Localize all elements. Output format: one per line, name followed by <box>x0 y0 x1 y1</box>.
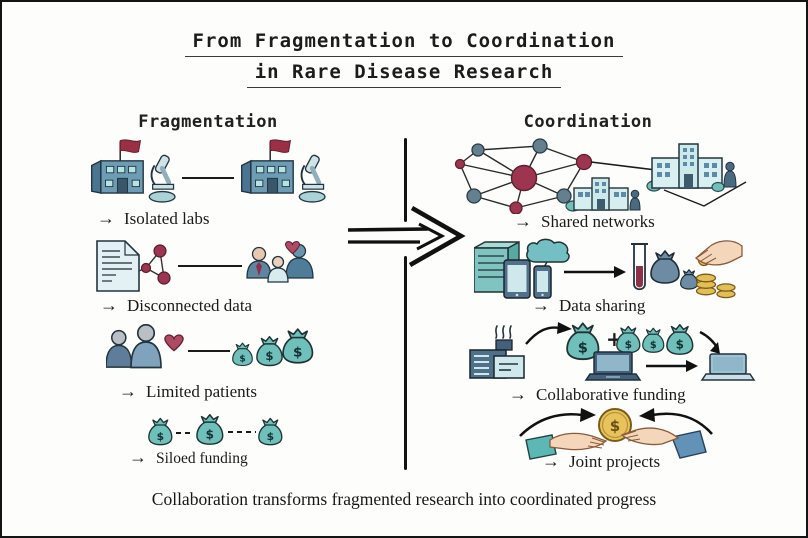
arrow-icon: → <box>542 451 560 471</box>
label-disconnected-data: →Disconnected data <box>100 295 253 315</box>
patient-icon <box>130 324 162 369</box>
hand-icon <box>525 432 608 460</box>
data-network-icon <box>138 244 171 285</box>
person-icon <box>629 189 641 211</box>
money-bag-icon: $ <box>256 335 283 367</box>
connector-line <box>663 181 747 207</box>
svg-text:$: $ <box>625 338 632 351</box>
left-column-heading: Fragmentation <box>138 112 278 132</box>
money-bag-icon: $ <box>258 417 283 446</box>
money-bag-icon: $ <box>282 328 314 364</box>
phone-icon <box>533 265 552 299</box>
money-bag-icon: $ <box>666 324 694 355</box>
person-icon <box>723 161 737 188</box>
hand-icon <box>620 427 707 459</box>
arrow-icon <box>564 266 626 278</box>
joint-projects-illustration: $ <box>519 408 713 460</box>
arrow-icon <box>646 360 698 372</box>
tablet-icon <box>503 259 531 299</box>
microscope-icon <box>148 154 176 203</box>
curved-arrow-icon <box>525 322 572 345</box>
diagram-title: From Fragmentation to Coordination in Ra… <box>2 32 806 94</box>
isolated-labs-illustration <box>90 139 326 203</box>
svg-text:$: $ <box>206 428 214 442</box>
connector-line <box>590 161 657 171</box>
label-joint-projects: →Joint projects <box>542 451 661 471</box>
data-sharing-illustration <box>474 238 743 299</box>
label-limited-patients: →Limited patients <box>119 381 257 401</box>
network-graph-icon <box>454 138 593 214</box>
heart-icon <box>284 241 301 255</box>
lab-building-icon <box>240 139 294 194</box>
microscope-icon <box>298 154 326 203</box>
limited-patients-illustration: $ $ $ <box>106 324 314 369</box>
siloed-funding-illustration: $ $ $ <box>148 414 283 446</box>
arrow-icon: → <box>97 208 115 228</box>
svg-text:$: $ <box>293 344 303 360</box>
disconnected-data-illustration <box>96 240 314 292</box>
arrow-icon: → <box>509 384 527 404</box>
arrow-icon: → <box>100 295 118 315</box>
patient-icon <box>106 329 133 368</box>
label-collaborative-funding: →Collaborative funding <box>509 384 686 404</box>
svg-text:$: $ <box>157 430 164 443</box>
steam-icon <box>495 325 512 339</box>
money-bag-icon: $ <box>148 417 173 446</box>
arrow-icon: → <box>532 295 550 315</box>
coin-icon: $ <box>598 408 632 442</box>
label-shared-networks: →Shared networks <box>514 211 655 231</box>
cloud-icon <box>526 238 570 263</box>
svg-text:$: $ <box>650 340 657 351</box>
lab-building-icon <box>90 139 144 194</box>
divider-line-top <box>404 138 407 222</box>
arrow-icon: → <box>129 447 147 467</box>
svg-text:$: $ <box>265 349 273 363</box>
svg-text:$: $ <box>676 338 684 352</box>
svg-text:$: $ <box>578 339 588 356</box>
money-bag-icon <box>679 269 699 290</box>
label-isolated-labs: →Isolated labs <box>97 208 210 228</box>
label-siloed-funding: →Siloed funding <box>129 447 248 467</box>
money-bag-icon <box>650 250 680 284</box>
hospital-building-icon <box>565 177 641 212</box>
laptop-icon <box>700 353 756 381</box>
arrow-icon: → <box>514 211 532 231</box>
hand-icon <box>695 240 743 267</box>
shared-networks-illustration <box>454 138 747 214</box>
transformation-arrow-icon <box>347 206 466 267</box>
money-bag-icon: $ <box>232 342 253 367</box>
curved-arrow-icon <box>519 408 596 437</box>
svg-text:$: $ <box>239 354 245 364</box>
title-line-1: From Fragmentation to Coordination <box>184 32 624 57</box>
curved-arrow-icon <box>639 408 713 435</box>
document-icon <box>96 240 140 292</box>
heart-icon <box>164 334 184 352</box>
printer-icon <box>469 325 525 379</box>
title-line-2: in Rare Disease Research <box>246 63 562 88</box>
curved-arrow-icon <box>699 330 720 354</box>
coins-icon <box>695 273 736 299</box>
caption: Collaboration transforms fragmented rese… <box>151 489 657 509</box>
right-column-heading: Coordination <box>523 112 653 132</box>
divider-line-bottom <box>404 256 407 470</box>
arrow-icon: → <box>119 381 137 401</box>
hospital-building-icon <box>646 143 737 193</box>
patient-group-icon <box>246 243 314 283</box>
test-tube-icon <box>631 243 648 291</box>
money-bag-icon: $ <box>566 322 600 361</box>
svg-text:$: $ <box>267 430 274 443</box>
svg-text:$: $ <box>610 417 620 435</box>
laptop-icon <box>584 351 642 381</box>
money-bag-icon: $ <box>196 414 224 445</box>
label-data-sharing: →Data sharing <box>532 295 646 315</box>
money-bag-icon: $ <box>642 327 665 353</box>
collaborative-funding-illustration: $ + $ $ $ <box>469 322 756 381</box>
